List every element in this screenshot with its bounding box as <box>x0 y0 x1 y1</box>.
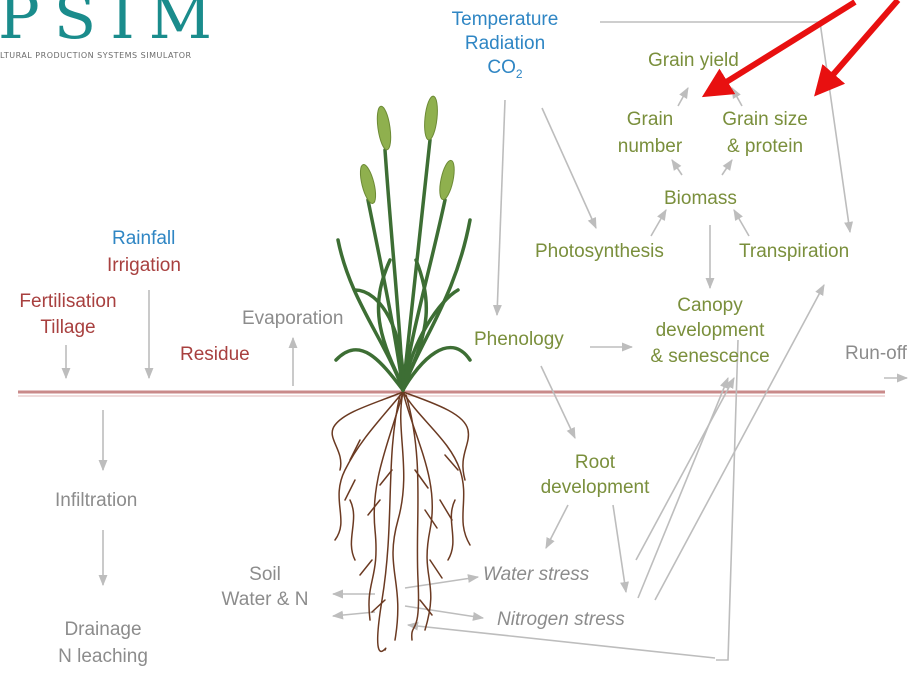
label-biomass: Biomass <box>664 187 737 211</box>
label-phenology: Phenology <box>474 328 564 352</box>
label-n-leaching: N leaching <box>48 645 158 669</box>
label-fertilisation: Fertilisation <box>6 290 130 314</box>
logo-tagline: LTURAL PRODUCTION SYSTEMS SIMULATOR <box>0 51 192 60</box>
label-protein: & protein <box>710 135 820 159</box>
label-grain-number-2: number <box>605 135 695 159</box>
label-grain-size: Grain size <box>710 108 820 132</box>
apsim-logo: PSIM <box>0 0 226 52</box>
label-canopy-3: & senescence <box>630 345 790 369</box>
label-temperature: Temperature <box>445 8 565 32</box>
label-rainfall: Rainfall <box>112 227 175 251</box>
label-root-2: development <box>535 476 655 500</box>
label-transpiration: Transpiration <box>739 240 849 264</box>
label-infiltration: Infiltration <box>55 489 137 513</box>
label-photosynthesis: Photosynthesis <box>535 240 664 264</box>
label-soil: Soil <box>205 563 325 587</box>
label-drainage: Drainage <box>48 618 158 642</box>
highlight-arrows <box>707 0 898 94</box>
label-water-n: Water & N <box>205 588 325 612</box>
label-canopy-1: Canopy <box>630 294 790 318</box>
label-water-stress: Water stress <box>483 563 589 587</box>
label-residue: Residue <box>180 343 250 367</box>
label-co2: CO2 <box>445 56 565 86</box>
label-runoff: Run-off <box>845 342 907 366</box>
label-root-1: Root <box>535 451 655 475</box>
label-tillage: Tillage <box>6 316 130 340</box>
wheat-ears <box>357 95 457 204</box>
label-irrigation: Irrigation <box>107 254 181 278</box>
label-grain-number-1: Grain <box>605 108 695 132</box>
label-evaporation: Evaporation <box>242 307 343 331</box>
label-grain-yield: Grain yield <box>648 49 739 73</box>
label-canopy-2: development <box>630 319 790 343</box>
label-nitrogen-stress: Nitrogen stress <box>497 608 625 632</box>
label-radiation: Radiation <box>445 32 565 56</box>
